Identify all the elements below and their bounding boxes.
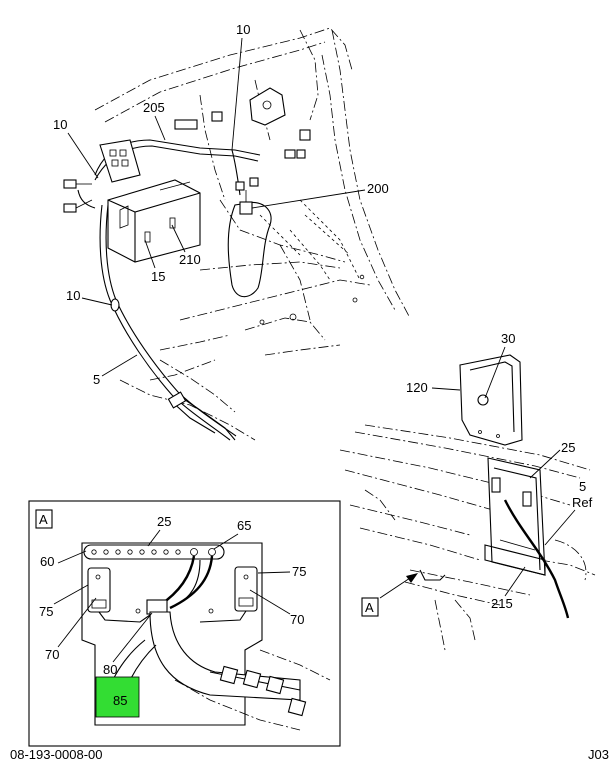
callout-15: 15 [151, 269, 165, 284]
terminal-holes [91, 548, 216, 556]
callouts-right: 30 120 25 5 Ref 215 A [361, 331, 593, 617]
callout-210: 210 [179, 252, 201, 267]
box-assembly-15 [107, 179, 201, 263]
callout-85: 85 [113, 693, 127, 708]
page-ref: J03 [588, 747, 609, 761]
right-view-structure [339, 424, 596, 651]
callout-25-detail: 25 [157, 514, 171, 529]
detail-a: A [28, 500, 341, 747]
callout-10-mid: 10 [66, 288, 80, 303]
callout-75-left: 75 [39, 604, 53, 619]
callout-5: 5 [93, 372, 100, 387]
detail-a-label: A [39, 512, 48, 527]
callout-215: 215 [491, 596, 513, 611]
callout-5-ref: 5 [579, 479, 586, 494]
view-arrow-label: A [365, 600, 374, 615]
callout-70-right: 70 [290, 612, 304, 627]
ref-label: Ref [572, 495, 593, 510]
callouts-main: 10 10 205 200 210 15 10 5 [53, 22, 389, 387]
cab-structure [94, 27, 411, 441]
callout-80: 80 [103, 662, 117, 677]
callout-200: 200 [367, 181, 389, 196]
highlight-part-85 [95, 676, 140, 718]
callout-65: 65 [237, 518, 251, 533]
callout-205: 205 [143, 100, 165, 115]
bracket-25-right [484, 457, 570, 619]
detail-connectors [219, 665, 307, 717]
callout-25-right: 25 [561, 440, 575, 455]
callout-75-right: 75 [292, 564, 306, 579]
cover-plate-120 [459, 354, 523, 446]
drawing-number: 08-193-0008-00 [10, 747, 103, 761]
callout-30: 30 [501, 331, 515, 346]
callout-10-left: 10 [53, 117, 67, 132]
callout-10-top: 10 [236, 22, 250, 37]
callout-60: 60 [40, 554, 54, 569]
callout-120: 120 [406, 380, 428, 395]
callout-70-left: 70 [45, 647, 59, 662]
main-harness [63, 139, 261, 441]
